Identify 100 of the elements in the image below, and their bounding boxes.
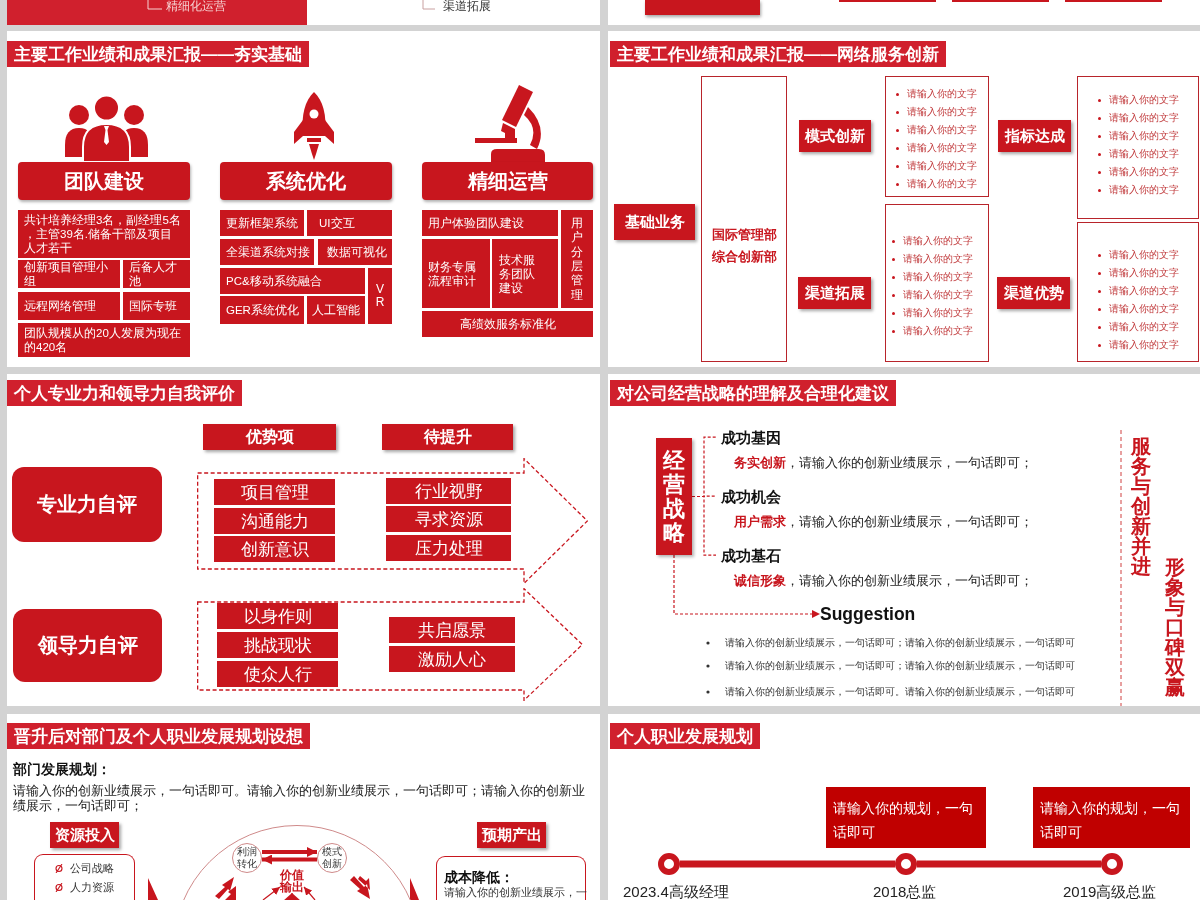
dashed-arrow-outline	[197, 588, 583, 701]
info-box: 用户分层管理	[561, 210, 593, 308]
info-box: 国际专班	[123, 292, 190, 320]
list-item: 请输入你的文字	[1109, 183, 1179, 197]
list-item: 请输入你的文字	[1109, 266, 1179, 280]
tag-box: 基础业务	[614, 204, 695, 240]
bullet-list-panel	[885, 204, 989, 362]
list-item: 请输入你的文字	[903, 270, 973, 284]
item-text: 诚信形象，请输入你的创新业绩展示，一句话即可；	[734, 572, 1033, 590]
box-fragment	[645, 0, 760, 15]
info-box: 团队规模从的20人发展为现在的420名	[18, 323, 190, 357]
category-header: 精细运营	[422, 162, 593, 200]
bullet-text: 请输入你的创新业绩展示，一句话即可；请输入你的创新业绩展示，一句话即可	[725, 636, 1075, 650]
list-item: 请输入你的文字	[903, 324, 973, 338]
label-text: 国际管理部	[710, 226, 778, 244]
section-heading: 部门发展规划：	[13, 762, 111, 778]
section-tag: 资源投入	[50, 822, 119, 848]
vertical-box: 经营战略	[656, 438, 692, 555]
label-text: 渠道拓展	[443, 0, 491, 13]
list-item: 请输入你的文字	[903, 234, 973, 248]
skill-box: 挑战现状	[217, 632, 338, 658]
section-tag: 预期产出	[477, 822, 546, 848]
item-heading: 成功基石	[721, 546, 781, 565]
list-item: 请输入你的文字	[1109, 111, 1179, 125]
item-heading: 成本降低：	[444, 868, 514, 886]
bullet-list-panel	[1077, 222, 1199, 362]
item-text: 用户需求，请输入你的创新业绩展示，一句话即可；	[734, 513, 1033, 531]
title-banner: 主要工作业绩和成果汇报——夯实基础	[7, 41, 309, 67]
category-header: 系统优化	[220, 162, 392, 200]
list-item: 公司战略	[70, 861, 114, 876]
skill-box: 激励人心	[389, 646, 515, 672]
info-box: 人工智能	[307, 296, 365, 324]
tag-box: 模式创新	[799, 120, 871, 152]
list-item: 请输入你的文字	[907, 105, 977, 119]
list-item: 请输入你的文字	[907, 177, 977, 191]
tag-box: 渠道优势	[997, 277, 1070, 309]
title-banner: 个人专业力和领导力自我评价	[7, 380, 242, 406]
rounded-panel	[34, 854, 135, 900]
rounded-box: 专业力自评	[12, 467, 162, 542]
info-box: 用户体验团队建设	[422, 210, 558, 236]
circle-node: 模式创新	[317, 843, 347, 873]
skill-box: 沟通能力	[214, 508, 335, 534]
info-box: 全渠道系统对接	[220, 239, 314, 265]
skill-box: 以身作则	[217, 603, 338, 629]
rounded-box: 领导力自评	[13, 609, 162, 682]
item-heading: 成功基因	[721, 428, 781, 447]
info-box: 远程网络管理	[18, 292, 120, 320]
info-box: VR	[368, 268, 392, 324]
date-label: 2023.4高级经理	[623, 883, 729, 900]
list-item: 请输入你的文字	[1109, 147, 1179, 161]
info-box: 后备人才池	[123, 260, 190, 288]
bullet-list-panel	[1077, 76, 1199, 219]
list-item: 请输入你的文字	[1109, 284, 1179, 298]
list-item: 请输入你的文字	[1109, 248, 1179, 262]
date-label: 2019高级总监	[1063, 883, 1157, 900]
column-header: 待提升	[382, 424, 513, 450]
info-box: PC&移动系统融合	[220, 268, 365, 294]
info-box: 共计培养经理3名，副经理5名，主管39名.储备干部及项目人才若干	[18, 210, 190, 258]
bullet-text: 请输入你的创新业绩展示，一句话即可；请输入你的创新业绩展示，一句话即可	[725, 659, 1075, 673]
skill-box: 使众人行	[217, 661, 338, 687]
list-item: 请输入你的文字	[1109, 129, 1179, 143]
date-label: 2018总监	[873, 883, 937, 900]
timeline-circle	[1101, 853, 1123, 875]
list-item: 请输入你的文字	[903, 252, 973, 266]
title-banner: 晋升后对部门及个人职业发展规划设想	[7, 723, 310, 749]
arrow	[262, 847, 317, 857]
heading-text: Suggestion	[820, 604, 916, 624]
center-label: 价值输出	[280, 869, 304, 893]
item-heading: 成功机会	[721, 487, 781, 506]
info-box: 高绩效服务标准化	[422, 311, 593, 337]
list-item: 请输入你的文字	[1109, 338, 1179, 352]
circle-outline	[183, 825, 411, 900]
list-item: 请输入你的文字	[1109, 320, 1179, 334]
rounded-panel	[436, 856, 586, 900]
banner-bar: 精细化运营	[7, 0, 307, 25]
info-box: 创新项目管理小组	[18, 260, 120, 288]
tag-box: 指标达成	[998, 120, 1071, 152]
bullet-list-panel	[885, 76, 989, 197]
circle-node: 利润转化	[232, 843, 262, 873]
arrow	[262, 854, 317, 865]
skill-box: 共启愿景	[389, 617, 515, 643]
title-banner: 个人职业发展规划	[610, 723, 760, 749]
info-box: 数据可视化	[318, 239, 392, 265]
list-item: 请输入你的文字	[907, 87, 977, 101]
column-header: 优势项	[203, 424, 336, 450]
skill-box: 压力处理	[386, 535, 511, 561]
skill-box: 寻求资源	[386, 506, 511, 532]
outlined-panel	[701, 76, 787, 362]
list-item: 请输入你的文字	[907, 159, 977, 173]
list-item: 人力资源	[70, 880, 114, 895]
paragraph: 请输入你的创新业绩展示，一句话即可。请输入你的创新业绩展示，一句话即可；请输入你的创新业绩展示，一句话即可；	[13, 783, 586, 813]
list-item: 请输入你的文字	[1109, 165, 1179, 179]
arrow	[262, 886, 281, 900]
title-banner: 对公司经营战略的理解及合理化建议	[610, 380, 896, 406]
info-box: UI交互	[307, 210, 392, 236]
skill-box: 项目管理	[214, 479, 335, 505]
vertical-slogan: 形象与口碑双赢	[1164, 557, 1186, 697]
skill-box: 创新意识	[214, 536, 335, 562]
bullet-text: 请输入你的创新业绩展示，一句话即可。请输入你的创新业绩展示，一句话即可	[725, 685, 1075, 699]
tag-box: 渠道拓展	[798, 277, 871, 309]
